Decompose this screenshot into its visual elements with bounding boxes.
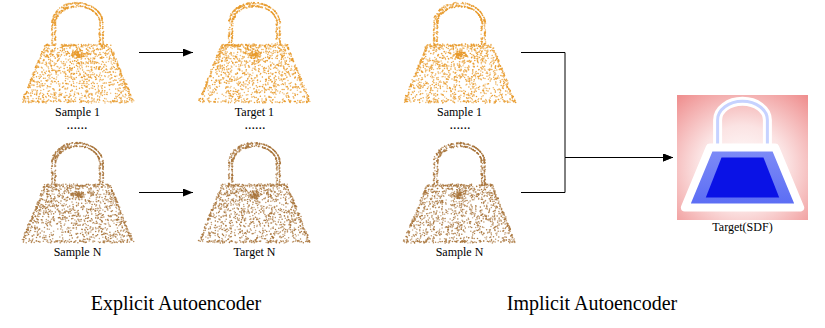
diagram-stage: Sample 1Target 1Sample NTarget NSample 1… — [0, 0, 825, 328]
